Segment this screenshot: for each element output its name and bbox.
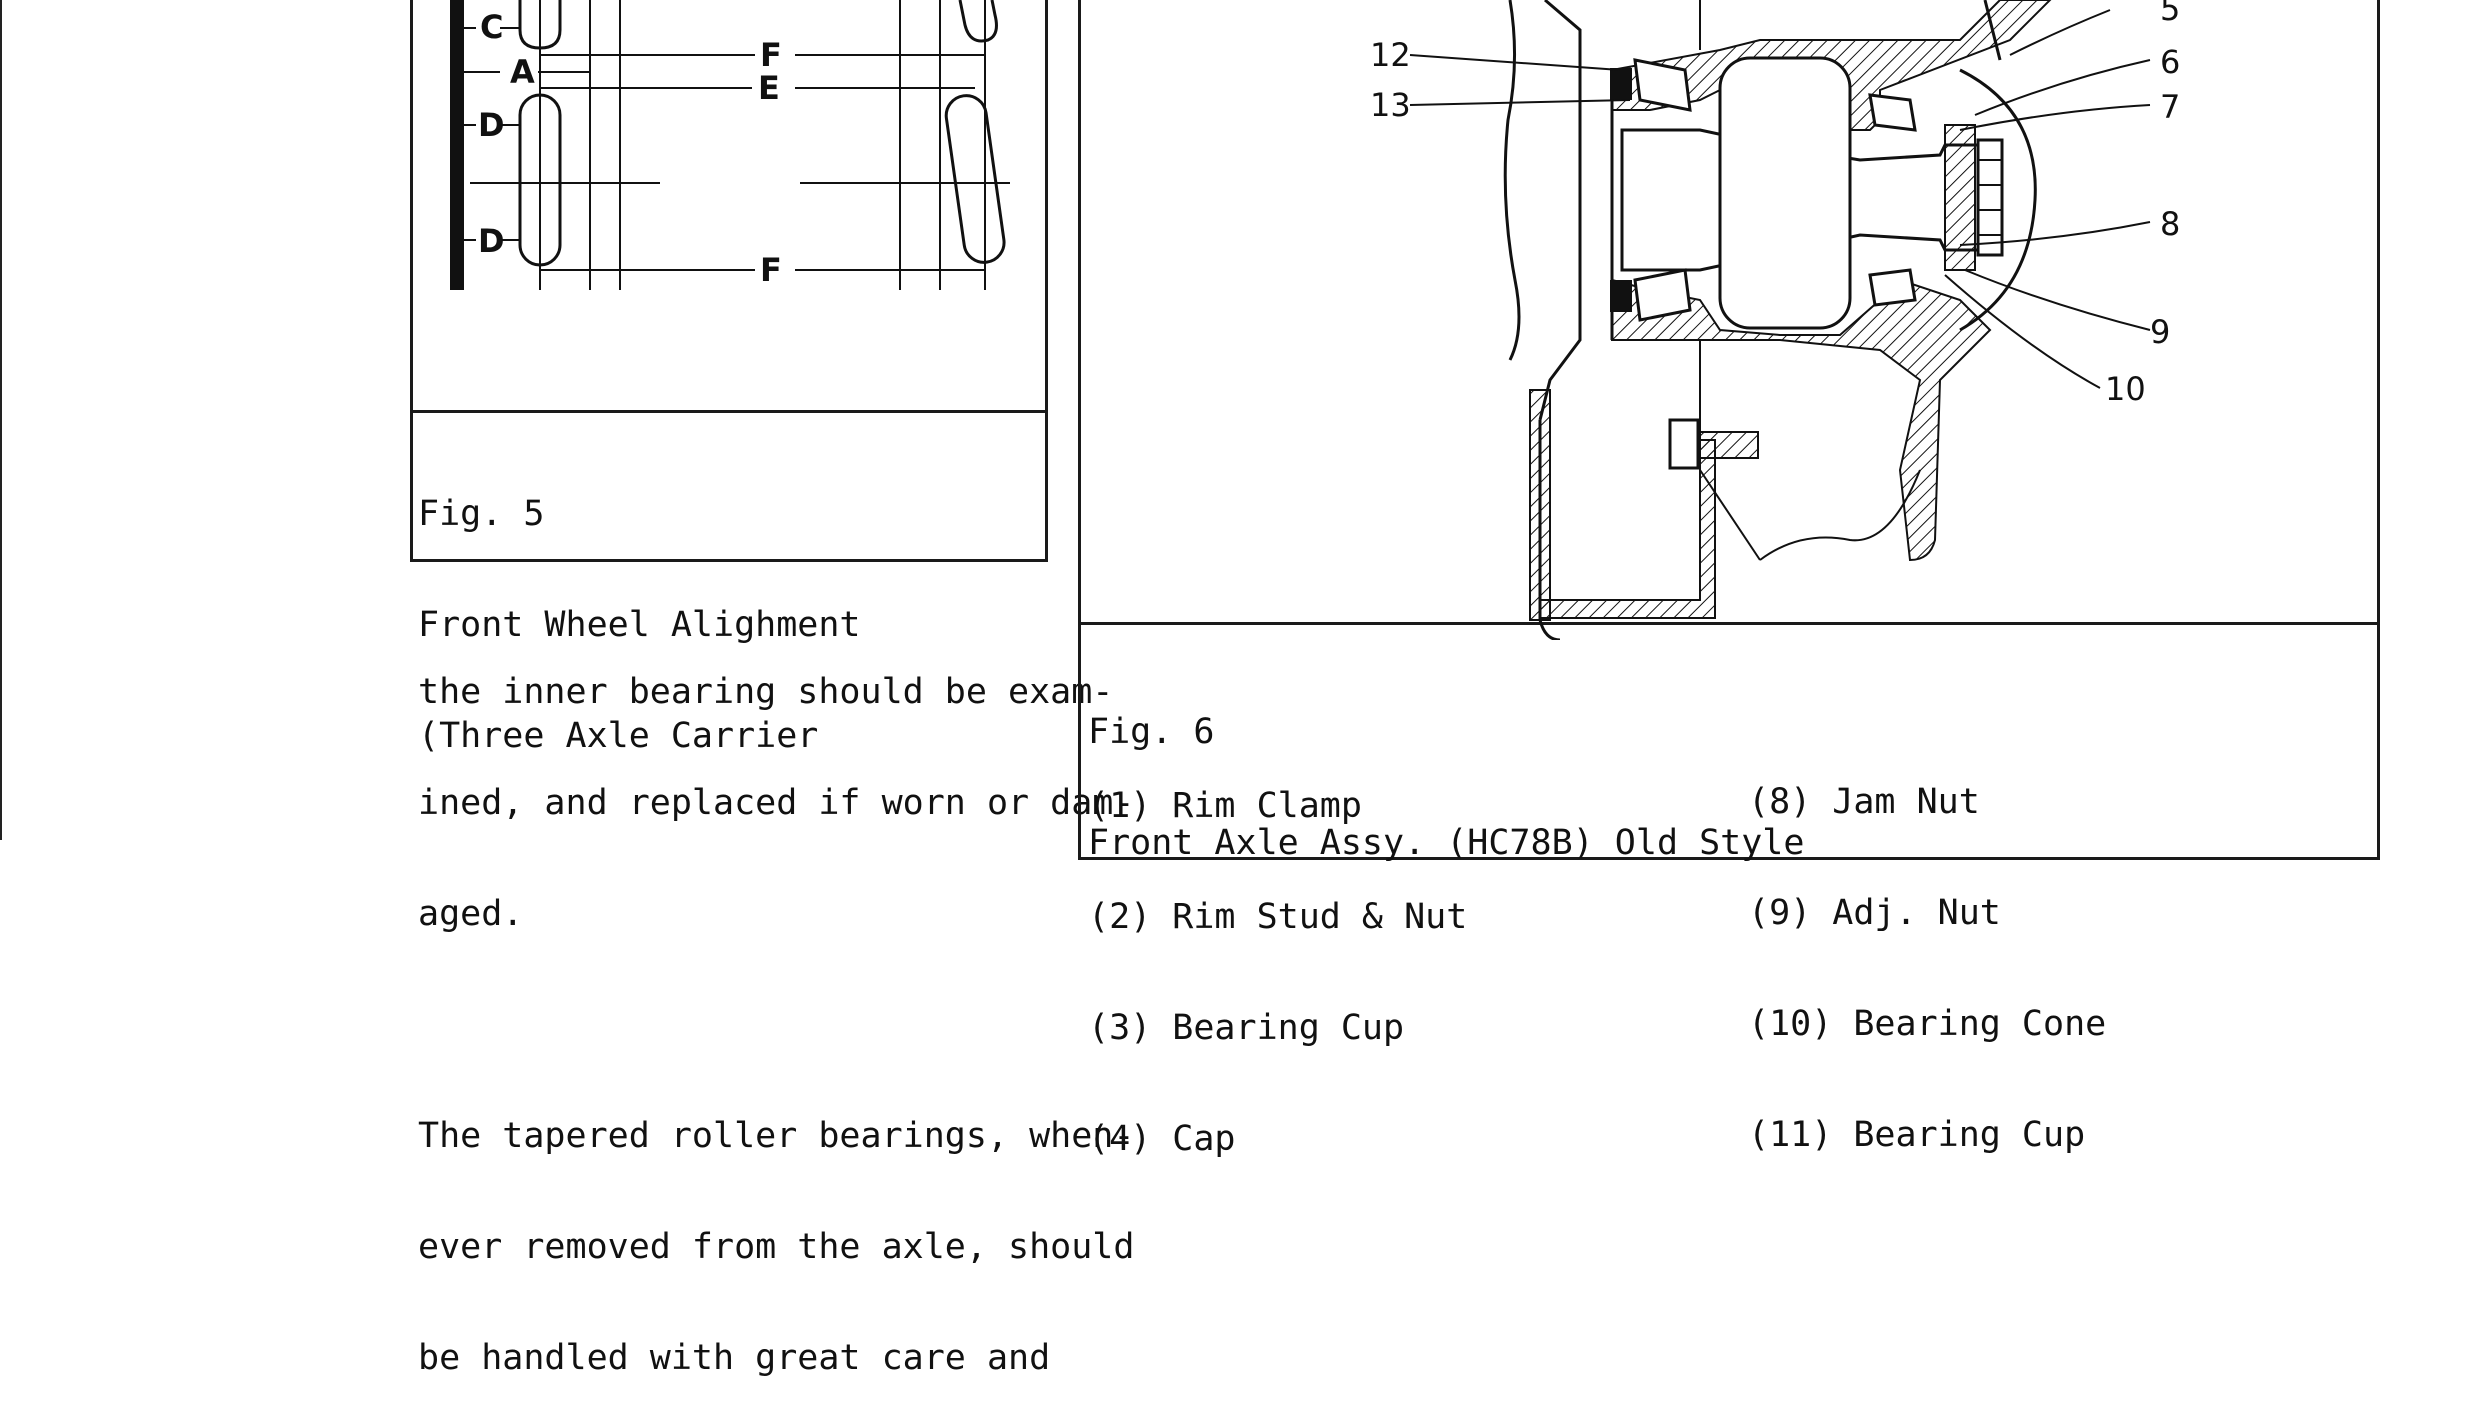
page-edge [0,0,2,840]
legend-item-3: (3) Bearing Cup [1088,1008,1405,1048]
fig5-wheel-upper-left [518,0,562,50]
fig5-wheel-lower-right [944,94,1006,264]
fig5-label-e: E [758,69,780,107]
legend-item-4: (4) Cap [1088,1119,1236,1159]
fig6-callout-7: 7 [2160,88,2180,126]
fig5-label-f-lower: F [760,251,782,289]
legend-item-1: (1) Rim Clamp [1088,786,1362,826]
fig6-callout-10: 10 [2105,370,2146,408]
legend-item-2: (2) Rim Stud & Nut [1088,897,1468,937]
fig6-diagram: 5 6 7 8 9 10 12 13 [1370,0,2180,640]
body-line-4 [418,1007,1134,1044]
legend-item-9: (9) Adj. Nut [1748,893,2001,933]
fig5-label-a: A [510,53,535,91]
fig5-diagram: C A D D F E F [450,0,1010,290]
body-line-5: The tapered roller bearings, when- [418,1116,1135,1156]
fig6-title: Fig. 6 [1088,712,1215,752]
legend-item-10: (10) Bearing Cone [1748,1004,2107,1044]
fig6-divider [1078,622,2380,625]
fig5-caption-line-2: Front Wheel Alighment [418,605,861,645]
legend-item-8: (8) Jam Nut [1748,782,1980,822]
fig5-label-c: C [480,8,503,46]
fig5-frame-bar [450,0,464,290]
fig5-caption-line-1: Fig. 5 [418,494,545,534]
body-line-2: ined, and replaced if worn or dam- [418,783,1135,823]
body-line-7: be handled with great care and [418,1338,1051,1378]
fig5-label-f-upper: F [760,36,782,74]
body-line-1: the inner bearing should be exam- [418,672,1114,712]
fig5-label-d-lower: D [478,222,505,260]
body-text: the inner bearing should be exam- ined, … [418,600,1134,1414]
fig6-callout-6: 6 [2160,43,2180,81]
fig5-caption-box [410,410,1048,562]
legend-item-11: (11) Bearing Cup [1748,1115,2086,1155]
body-line-3: aged. [418,894,524,934]
fig6-callout-8: 8 [2160,205,2180,243]
fig5-wheel-upper-right [958,0,998,43]
fig6-callout-12: 12 [1370,36,1411,74]
fig6-callout-5: 5 [2160,0,2180,28]
fig6-callout-9: 9 [2150,313,2170,351]
fig5-caption-line-3: (Three Axle Carrier [418,716,819,756]
fig6-legend-right: (8) Jam Nut (9) Adj. Nut (10) Bearing Co… [1748,710,2106,1191]
body-line-6: ever removed from the axle, should [418,1227,1135,1267]
fig5-caption: Fig. 5 Front Wheel Alighment (Three Axle… [418,422,861,792]
fig6-callout-13: 13 [1370,86,1411,124]
fig5-label-d-upper: D [478,106,505,144]
fig5-wheel-lower-left [518,93,562,267]
fig6-legend-left: (1) Rim Clamp (2) Rim Stud & Nut (3) Bea… [1088,714,1467,1195]
